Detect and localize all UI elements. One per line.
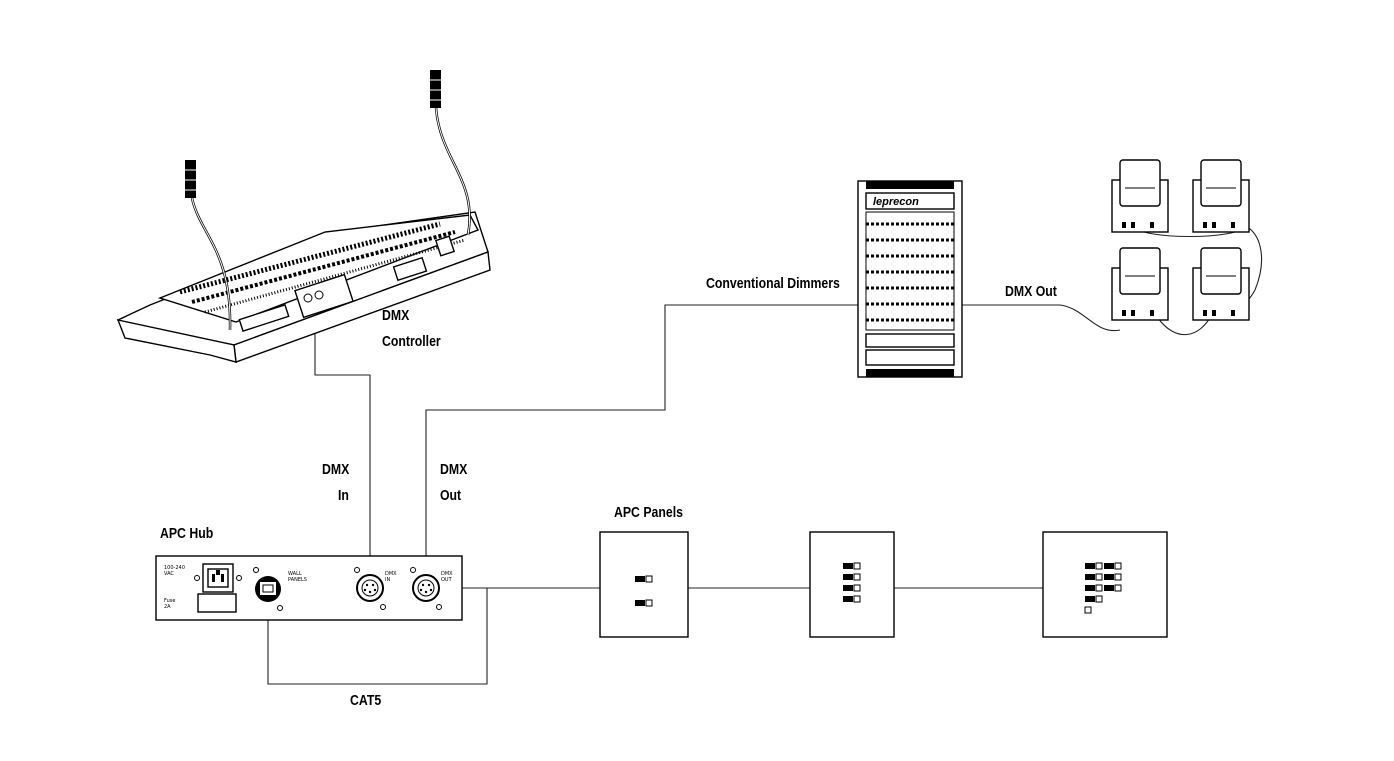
console-power-panel <box>434 235 456 257</box>
label-dmx-in-line1: DMX <box>322 461 350 477</box>
moving-head-fixtures <box>1111 159 1250 321</box>
apc-hub: 100-240 VAC Fuse 2A WALL PANELS DMX IN <box>155 555 463 621</box>
svg-text:DMX: DMX <box>441 571 453 577</box>
diagram-labels: DMX Controller Conventional Dimmers DMX … <box>160 275 1057 708</box>
dimmer-modules <box>865 211 955 331</box>
svg-text:100-240: 100-240 <box>164 565 185 571</box>
console-faders <box>179 221 466 314</box>
label-cat5: CAT5 <box>350 692 382 708</box>
wire-hub-dmx-out-to-dimmers <box>425 304 860 570</box>
svg-text:2A: 2A <box>164 604 171 610</box>
label-apc-panels: APC Panels <box>614 504 683 520</box>
console-dmx-connector <box>303 293 313 303</box>
dmx-controller-console <box>116 70 491 363</box>
wire-hub-to-apc-panels <box>267 587 488 685</box>
gooseneck-lamp-left <box>185 160 232 331</box>
rj45-wall-panels-port-icon: WALL PANELS <box>253 567 307 611</box>
label-apc-hub: APC Hub <box>160 525 213 541</box>
apc-panel-1 <box>599 531 689 638</box>
apc-panel-3 <box>1042 531 1168 638</box>
svg-text:WALL: WALL <box>288 571 302 577</box>
svg-text:Fuse: Fuse <box>164 598 175 604</box>
dimmer-brand-text: leprecon <box>873 196 919 208</box>
wiring <box>267 225 1263 685</box>
label-conventional-dimmers: Conventional Dimmers <box>706 275 840 291</box>
label-dmx-in-line2: In <box>338 487 349 503</box>
svg-text:OUT: OUT <box>441 577 453 583</box>
wire-controller-to-hub-dmx-in <box>314 300 371 570</box>
label-dmx-out-line1: DMX <box>440 461 468 477</box>
svg-text:VAC: VAC <box>164 571 174 577</box>
dmx-in-port-icon: DMX IN <box>354 567 397 610</box>
console-switch <box>392 256 428 282</box>
wire-fixture-daisy-chain <box>1132 225 1263 336</box>
svg-text:DMX: DMX <box>385 571 397 577</box>
console-dmx-connector-2 <box>314 290 324 300</box>
dmx-out-port-icon: DMX OUT <box>410 567 453 610</box>
fixture-bottom-left <box>1111 247 1169 321</box>
power-inlet-icon <box>194 563 242 613</box>
label-dmx-out-line2: Out <box>440 487 462 503</box>
console-dmx-port-panel <box>294 273 354 319</box>
fixture-bottom-right <box>1192 247 1250 321</box>
apc-panel-2 <box>809 531 895 638</box>
fixture-top-right <box>1192 159 1250 233</box>
console-connector-plate <box>238 303 290 333</box>
svg-text:PANELS: PANELS <box>288 577 307 583</box>
conventional-dimmer-rack: leprecon <box>857 180 963 378</box>
gooseneck-lamp-right <box>430 70 471 236</box>
fixture-top-left <box>1111 159 1169 233</box>
label-dmx-controller-line2: Controller <box>382 333 441 349</box>
label-dmx-out-fixtures: DMX Out <box>1005 283 1057 299</box>
label-dmx-controller-line1: DMX <box>382 307 410 323</box>
wire-dimmers-to-fixtures <box>962 304 1121 332</box>
svg-text:IN: IN <box>385 577 390 583</box>
